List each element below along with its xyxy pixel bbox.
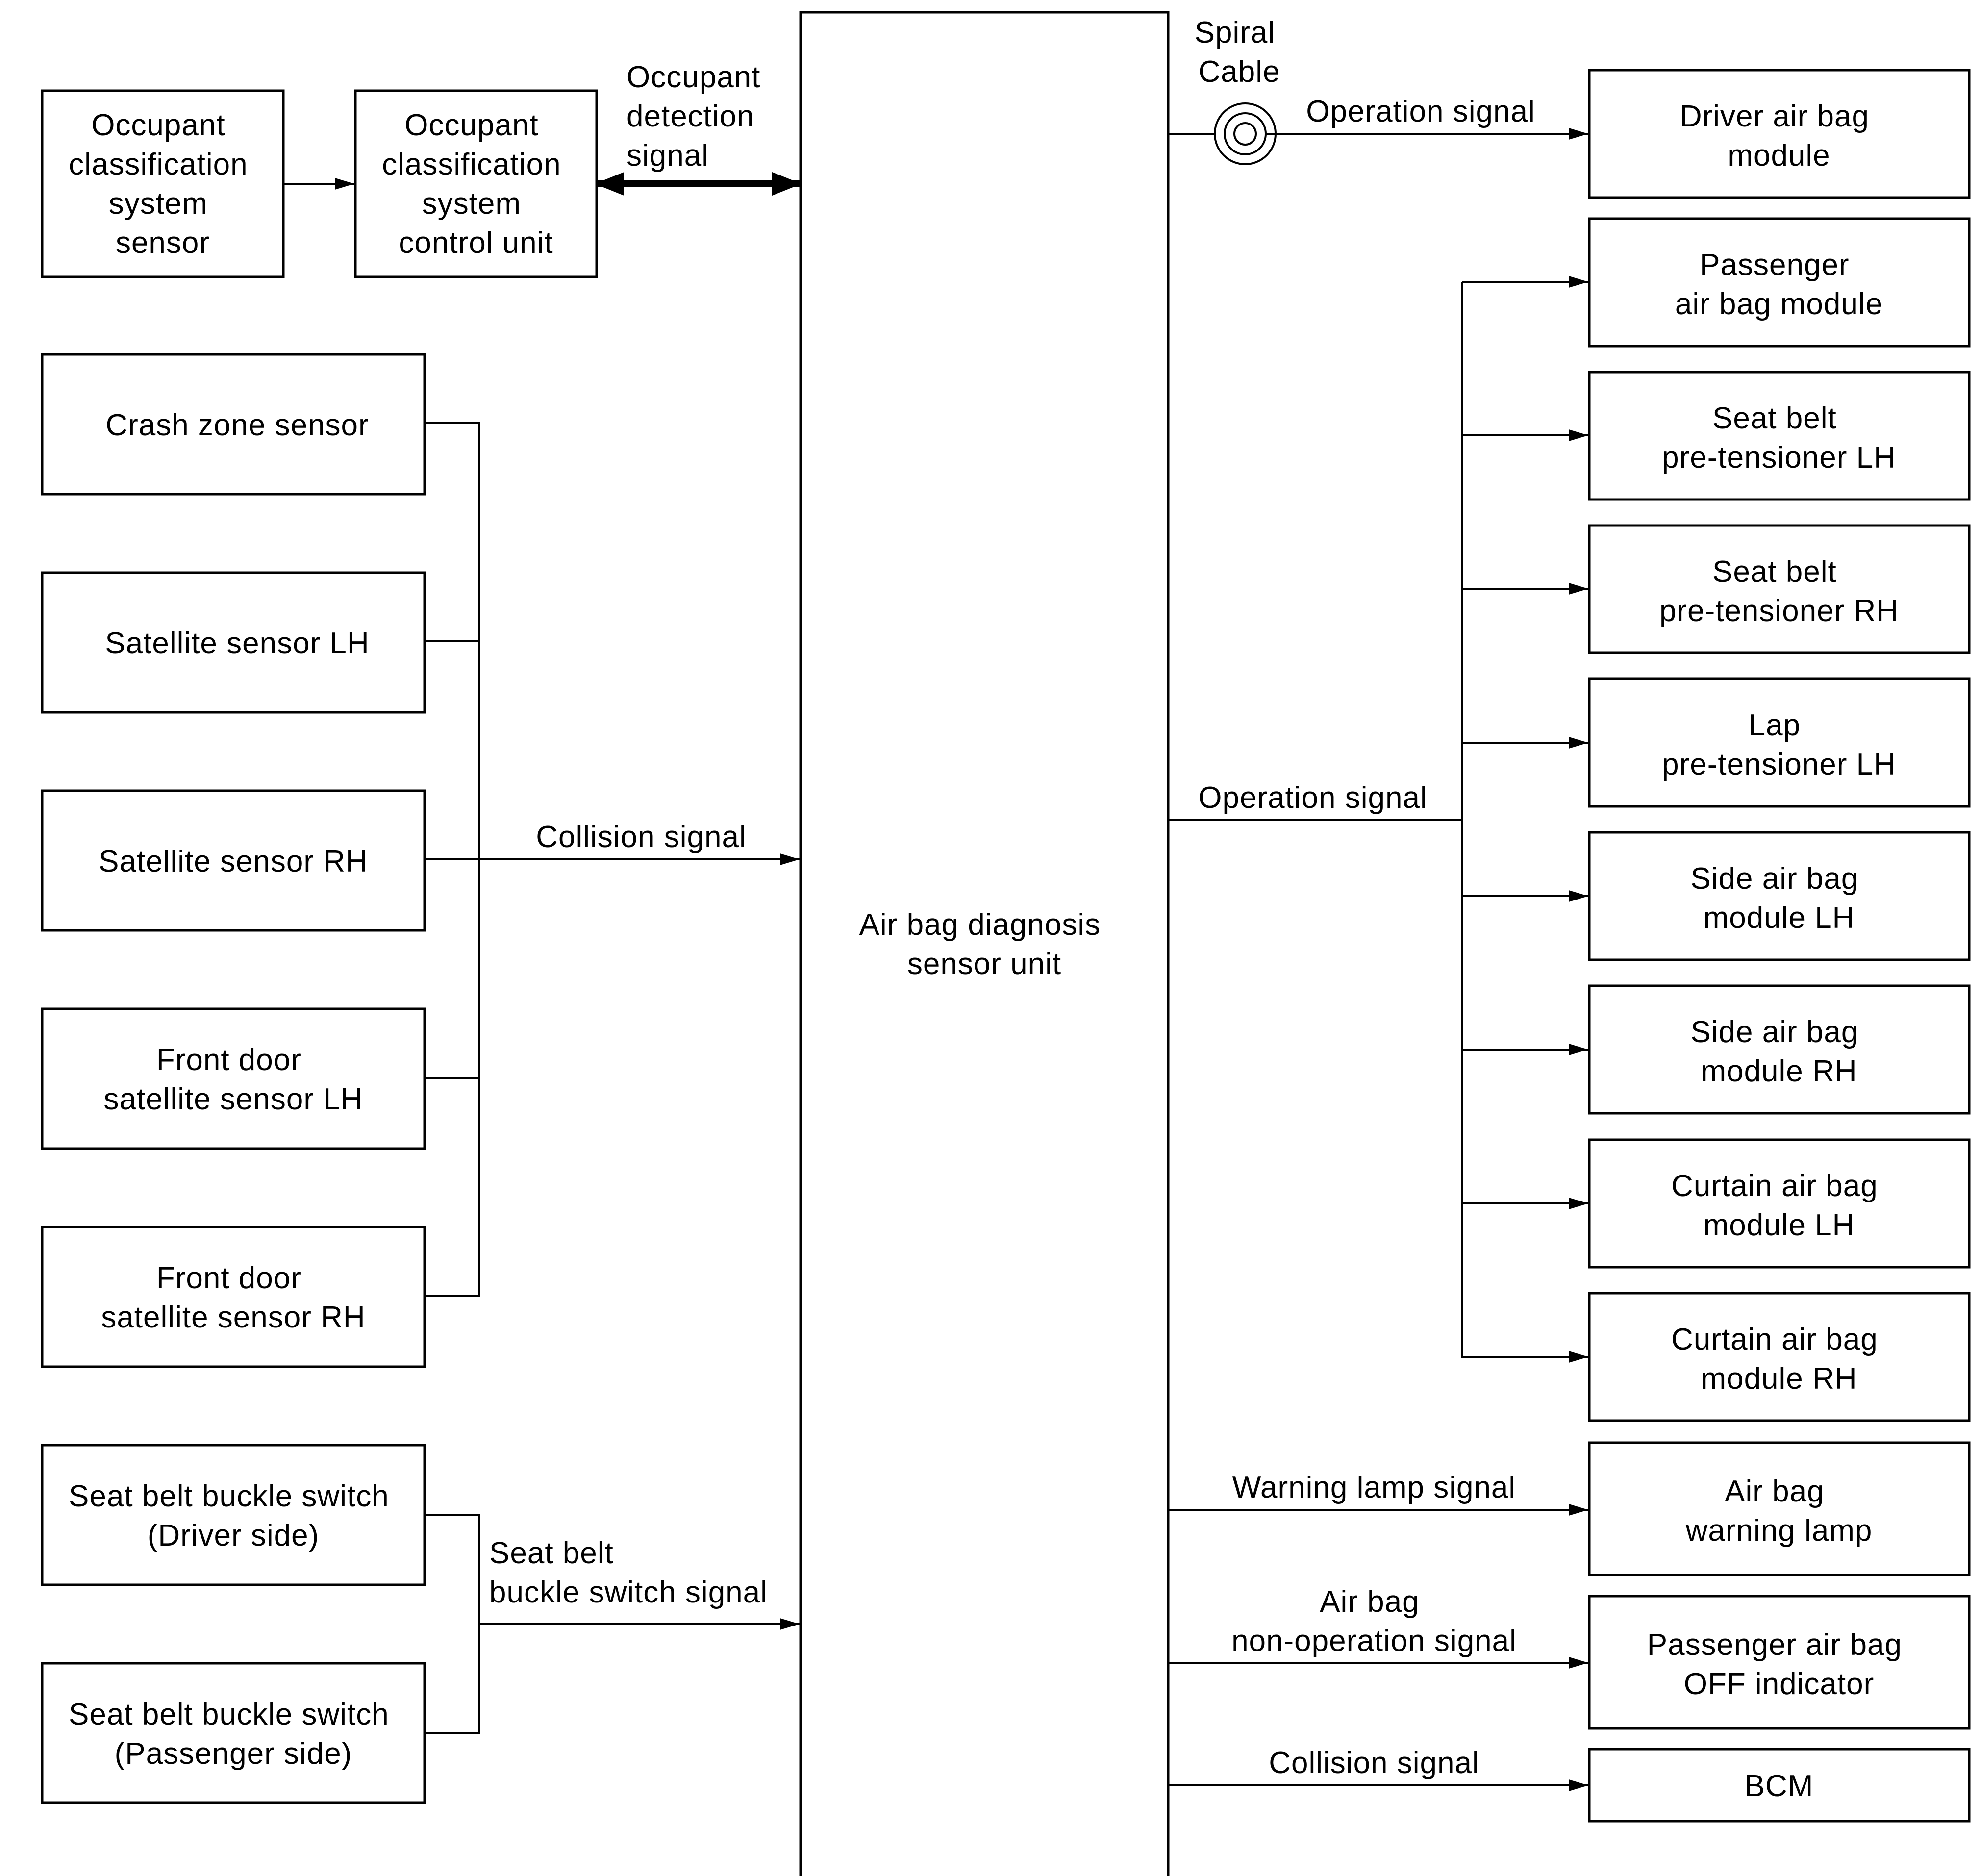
connectors [283,128,1588,1791]
pretensioner-rh-box [1588,524,1971,654]
operation-signal-top-label: Operation signal [1306,95,1535,128]
fd-sat-lh-box [41,1007,426,1150]
pretensioner-lh-label: Seat belt pre-tensioner LH [1662,401,1896,475]
curtain-lh-box [1588,1138,1971,1269]
occupant-control-label: Occupant classification system control u… [382,108,570,260]
seatbelt-bus [425,1514,480,1734]
passenger-airbag-box [1588,217,1971,348]
seatbelt-signal-label: Seat belt buckle switch signal [489,1536,768,1609]
occupant-sensor-box [41,89,285,278]
bcm-box [1588,1748,1971,1823]
pretensioner-lh-box [1588,371,1971,501]
sat-lh-label: Satellite sensor LH [105,626,369,660]
spiral-cable-label: Spiral Cable [1195,16,1284,89]
side-lh-box [1588,831,1971,961]
driver-airbag-label: Driver air bag module [1680,100,1878,173]
occupant-control-box [354,89,598,278]
collision-signal-in-label: Collision signal [536,820,747,854]
occupant-detection-signal-label: Occupant detection signal [627,60,770,173]
fd-sat-rh-box [41,1226,426,1368]
occupant-sensor-label: Occupant classification system sensor [69,108,257,260]
pretensioner-rh-label: Seat belt pre-tensioner RH [1659,555,1899,628]
bcm-label: BCM [1745,1769,1814,1803]
fd-sat-rh-label: Front door satellite sensor RH [101,1261,365,1334]
lap-pretensioner-label: Lap pre-tensioner LH [1662,708,1896,781]
sat-rh-label: Satellite sensor RH [99,845,368,878]
crash-zone-label: Crash zone sensor [105,408,369,442]
signal-labels: Occupant detection signal Spiral Cable O… [489,16,1535,1780]
off-indicator-label: Passenger air bag OFF indicator [1647,1628,1911,1701]
operation-signal-main-label: Operation signal [1198,781,1428,815]
fd-sat-lh-label: Front door satellite sensor LH [103,1043,363,1116]
warning-lamp-signal-label: Warning lamp signal [1232,1471,1516,1504]
side-lh-label: Side air bag module LH [1690,862,1867,935]
warning-lamp-box [1588,1441,1971,1576]
sb-passenger-box [41,1662,426,1804]
off-indicator-box [1588,1595,1971,1730]
sat-rh-box [41,789,426,932]
sb-passenger-label: Seat belt buckle switch (Passenger side) [69,1698,398,1771]
diag-unit-box [799,11,1170,1876]
collision-signal-out-label: Collision signal [1269,1746,1479,1780]
warning-lamp-label: Air bag warning lamp [1685,1475,1873,1548]
passenger-airbag-label: Passenger air bag module [1675,248,1883,321]
sb-driver-box [41,1444,426,1586]
crash-zone-box [41,353,426,496]
lap-pretensioner-box [1588,677,1971,808]
sat-lh-box [41,571,426,714]
side-rh-box [1588,984,1971,1115]
spiral-cable-icon [1207,102,1277,165]
sb-driver-label: Seat belt buckle switch (Driver side) [69,1479,398,1552]
component-boxes [41,11,1971,1876]
driver-airbag-box [1588,69,1971,199]
component-labels: Occupant classification system sensor Oc… [69,100,1911,1803]
diag-unit-label: Air bag diagnosis sensor unit [859,908,1110,981]
curtain-rh-box [1588,1292,1971,1422]
non-operation-signal-label: Air bag non-operation signal [1231,1585,1517,1658]
side-rh-label: Side air bag module RH [1690,1015,1867,1088]
curtain-lh-label: Curtain air bag module LH [1671,1169,1887,1242]
curtain-rh-label: Curtain air bag module RH [1671,1323,1887,1396]
